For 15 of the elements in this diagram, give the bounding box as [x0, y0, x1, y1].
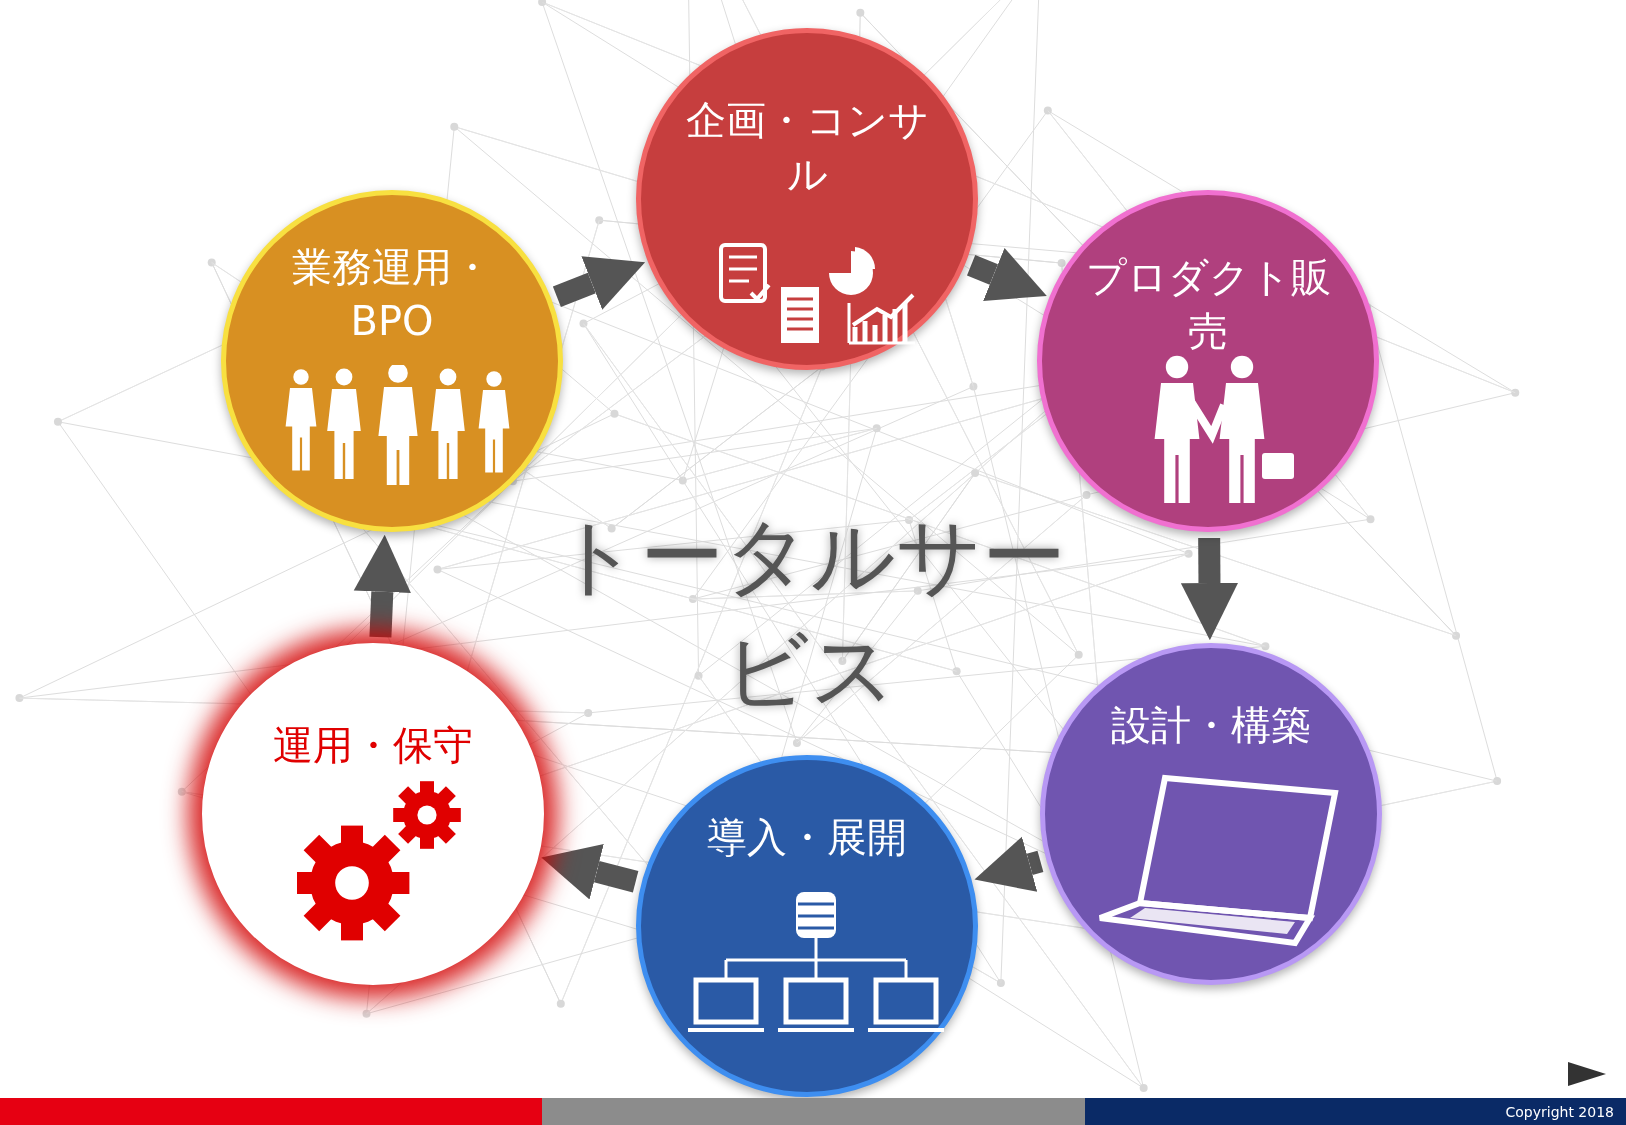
arrow: [974, 836, 1044, 892]
arrow: [541, 844, 639, 900]
step-label: 設計・構築: [1110, 701, 1312, 750]
arrow: [353, 534, 411, 638]
arrow: [967, 247, 1047, 301]
step-label: プロダクト販売: [1084, 253, 1332, 356]
step-label: 導入・展開: [706, 813, 908, 862]
copyright-note: Copyright 2018: [1505, 1104, 1614, 1120]
step-label: 企画・コンサル: [684, 96, 930, 199]
step-label: 業務運用・BPO: [291, 243, 493, 346]
process-circle: [202, 643, 544, 985]
step-label: 運用・保守: [272, 721, 474, 770]
arrow: [1180, 537, 1239, 641]
center-title: トータルサービス: [553, 506, 1067, 721]
arrow: [552, 256, 646, 310]
